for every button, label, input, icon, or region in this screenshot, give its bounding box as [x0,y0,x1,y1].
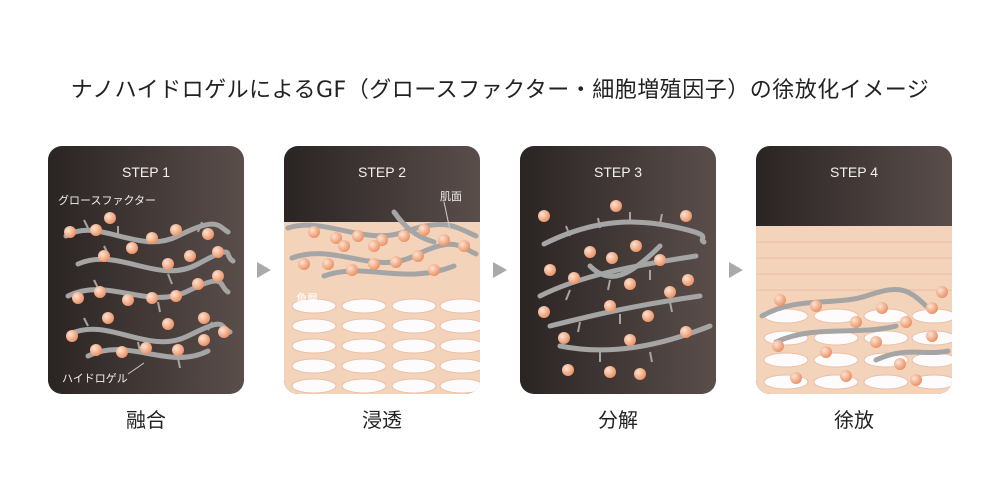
step-4-caption: 徐放 [834,408,874,432]
skin-surface-annotation: 肌面 [440,190,462,203]
step-3-illustration [520,146,716,394]
step-1-label: STEP 1 [122,164,170,180]
diagram-title: ナノハイドロゲルによるGF（グロースファクター・細胞増殖因子）の徐放化イメージ [70,78,930,103]
step-3-panel: STEP 3 [520,146,716,394]
step-arrow-icon [729,262,743,278]
step-1-caption: 融合 [126,408,166,432]
step-1-illustration [48,146,244,394]
step-4-label: STEP 4 [830,164,878,180]
step-3-caption: 分解 [598,408,638,432]
growth-factor-annotation: グロースファクター [58,194,157,207]
step-arrow-icon [493,262,507,278]
step-arrow-icon [257,262,271,278]
step-2-illustration [284,146,480,394]
step-2-panel: STEP 2 肌面 角層 [284,146,480,394]
step-2-caption: 浸透 [362,408,402,432]
step-2-label: STEP 2 [358,164,406,180]
step-4-panel: STEP 4 [756,146,952,394]
epidermis-annotation: 角層 [296,292,318,305]
step-1-panel: STEP 1 グロースファクター ハイドロゲル [48,146,244,394]
hydrogel-annotation: ハイドロゲル [62,372,128,385]
step-3-label: STEP 3 [594,164,642,180]
step-4-illustration [756,146,952,394]
